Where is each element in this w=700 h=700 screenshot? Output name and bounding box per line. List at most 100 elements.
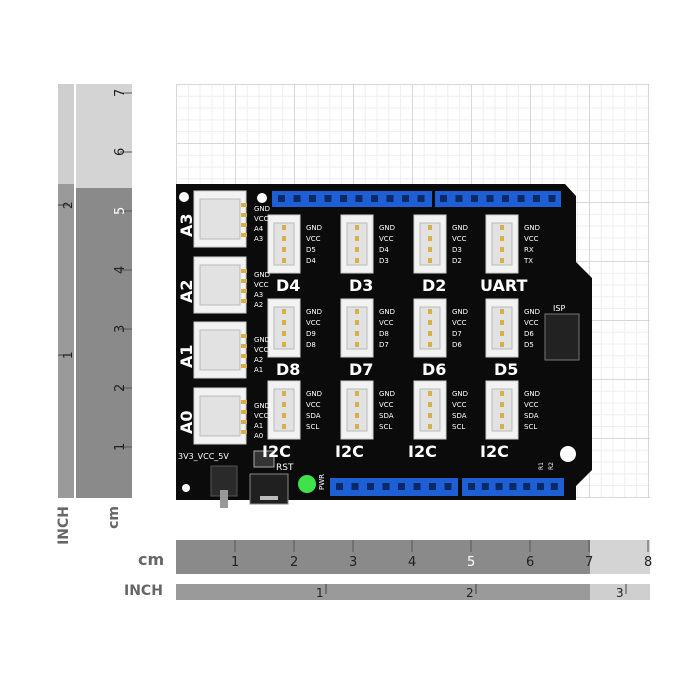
left-grove-connector	[193, 387, 247, 445]
pin-label: VCC	[306, 401, 321, 409]
grove-connector	[267, 298, 301, 358]
pin-label: VCC	[524, 235, 539, 243]
pin-label: D5	[524, 341, 534, 349]
power-led	[298, 475, 316, 493]
pin-label: D5	[306, 246, 316, 254]
pin-label: VCC	[379, 319, 394, 327]
pin-label: D7	[379, 341, 389, 349]
pin-label: SDA	[306, 412, 321, 420]
grove-connector	[413, 380, 447, 440]
left-grove-connector	[193, 321, 247, 379]
left-grove-connector	[193, 256, 247, 314]
cm-tick-label-v: 2	[113, 384, 128, 392]
pin-label: GND	[306, 308, 322, 316]
power-label: PWR	[318, 474, 326, 490]
pin-label: SCL	[379, 423, 392, 431]
pin-label: D9	[306, 330, 316, 338]
left-port-label: A3	[177, 213, 196, 237]
horizontal-cm-ruler	[176, 540, 650, 574]
horizontal-cm-unit: cm	[138, 550, 165, 569]
cm-tick-label: 1	[231, 555, 239, 570]
inch-tick-label: 2	[466, 586, 474, 600]
port-label: UART	[480, 276, 527, 295]
pin-label: D3	[379, 257, 389, 265]
pin-label: A4	[254, 225, 264, 233]
pin-label: SCL	[306, 423, 319, 431]
cm-tick-label-v: 3	[113, 325, 128, 333]
inch-tick-label-v: 1	[61, 351, 75, 359]
grove-connector	[267, 214, 301, 274]
pin-label: GND	[524, 308, 540, 316]
pin-label: D8	[306, 341, 316, 349]
pin-label: GND	[306, 390, 322, 398]
grove-connector	[485, 380, 519, 440]
port-label: D7	[349, 360, 373, 379]
pin-label: VCC	[379, 235, 394, 243]
pin-label: D4	[379, 246, 389, 254]
pin-label: VCC	[524, 401, 539, 409]
pin-label: RX	[524, 246, 534, 254]
pin-label: GND	[379, 390, 395, 398]
inch-tick-label: 1	[316, 586, 324, 600]
pin-label: SCL	[524, 423, 537, 431]
cm-tick-label-v: 6	[113, 148, 128, 156]
pin-label: VCC	[254, 346, 269, 354]
pin-label: VCC	[524, 319, 539, 327]
vertical-inch-ruler	[58, 84, 74, 498]
pin-label: TX	[523, 257, 533, 265]
pin-label: GND	[452, 390, 468, 398]
grove-connector	[340, 298, 374, 358]
port-label: D8	[276, 360, 300, 379]
cm-tick-label-v: 7	[113, 89, 128, 97]
pin-label: D3	[452, 246, 462, 254]
port-label: I2C	[262, 442, 291, 461]
led-label: R2	[548, 462, 555, 470]
left-port-label: A2	[177, 279, 196, 303]
pin-label: A3	[254, 291, 263, 299]
pin-label: GND	[254, 402, 270, 410]
pin-label: A3	[254, 235, 263, 243]
pin-label: GND	[524, 224, 540, 232]
led-label: R1	[538, 462, 545, 470]
pin-label: VCC	[254, 412, 269, 420]
pin-label: SDA	[452, 412, 467, 420]
pin-label: A0	[254, 432, 263, 440]
pin-label: VCC	[306, 235, 321, 243]
port-label: D4	[276, 276, 300, 295]
pin-label: VCC	[254, 281, 269, 289]
grove-connector	[413, 298, 447, 358]
grove-connector	[340, 380, 374, 440]
pin-label: VCC	[452, 401, 467, 409]
grove-connector	[413, 214, 447, 274]
pin-label: D8	[379, 330, 389, 338]
pin-label: A1	[254, 366, 263, 374]
pin-label: D7	[452, 330, 462, 338]
pin-label: VCC	[254, 215, 269, 223]
inch-tick-label: 3	[616, 586, 624, 600]
cm-tick-label: 7	[585, 555, 593, 570]
pin-label: A2	[254, 356, 263, 364]
cm-tick-label-v: 1	[113, 443, 128, 451]
port-label: D6	[422, 360, 446, 379]
pin-label: D6	[452, 341, 462, 349]
pin-label: A1	[254, 422, 263, 430]
horizontal-inch-unit: INCH	[124, 583, 163, 599]
inch-tick-label-v: 2	[61, 201, 75, 209]
pin-label: SDA	[379, 412, 394, 420]
port-label: I2C	[335, 442, 364, 461]
pin-label: SCL	[452, 423, 465, 431]
cm-tick-label: 3	[349, 555, 357, 570]
grove-connector	[485, 298, 519, 358]
left-port-label: A1	[177, 344, 196, 368]
pin-label: GND	[306, 224, 322, 232]
pin-label: D4	[306, 257, 316, 265]
grove-connector	[267, 380, 301, 440]
port-label: D2	[422, 276, 446, 295]
pin-label: GND	[452, 224, 468, 232]
left-port-label: A0	[177, 410, 196, 434]
cm-tick-label: 5	[467, 555, 475, 570]
pin-label: A2	[254, 301, 263, 309]
port-label: D3	[349, 276, 373, 295]
